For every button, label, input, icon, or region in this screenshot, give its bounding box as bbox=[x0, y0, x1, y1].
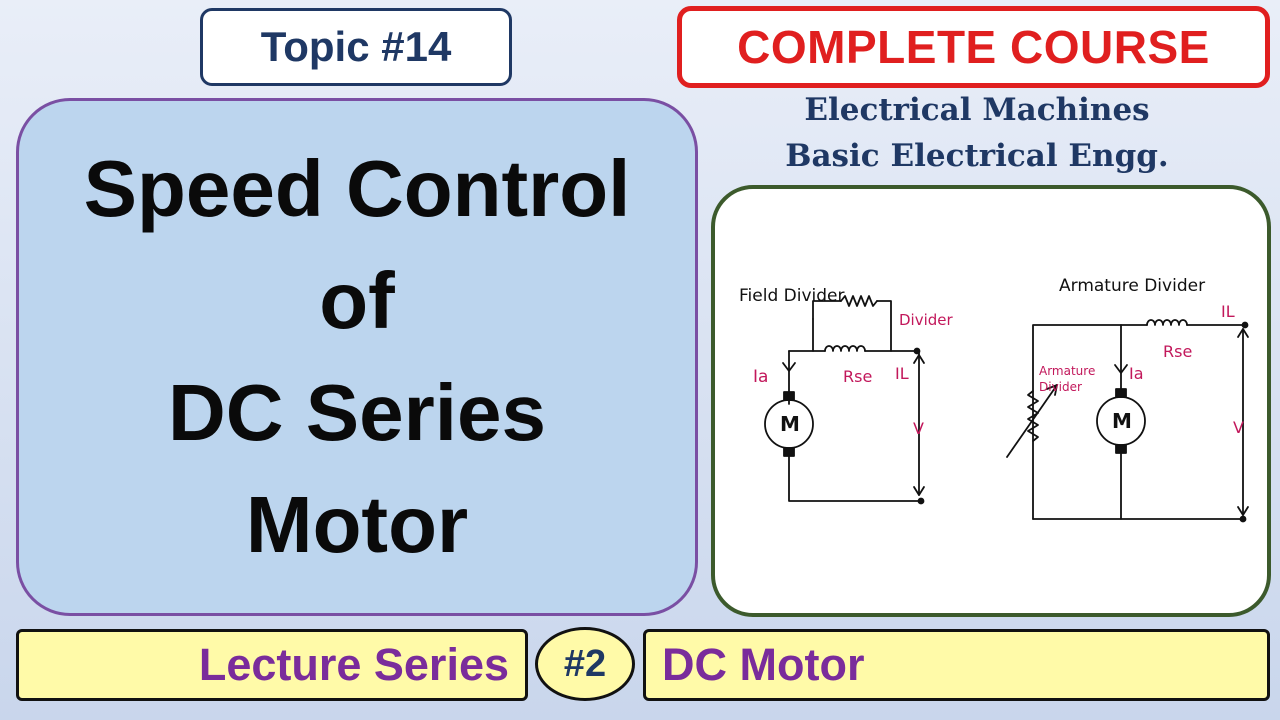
topic-badge: Topic #14 bbox=[200, 8, 512, 86]
field-divider-label: Divider bbox=[899, 311, 954, 329]
field-rse-label: Rse bbox=[843, 367, 872, 386]
series-subject-label: DC Motor bbox=[662, 639, 865, 690]
armature-motor-label: M bbox=[1112, 409, 1132, 433]
armature-v-label: V bbox=[1233, 418, 1244, 437]
field-il-label: IL bbox=[895, 364, 909, 383]
course-subject-2: Basic Electrical Engg. bbox=[785, 138, 1169, 174]
field-v-label: V bbox=[913, 419, 924, 438]
title-line-3: DC Series bbox=[168, 368, 546, 457]
lecture-series-label: Lecture Series bbox=[198, 639, 509, 690]
title-panel: Speed Control of DC Series Motor bbox=[16, 98, 698, 616]
field-motor-label: M bbox=[780, 412, 800, 436]
armature-divider-label-2: Divider bbox=[1039, 380, 1082, 394]
armature-divider-title: Armature Divider bbox=[1059, 276, 1205, 296]
course-label: COMPLETE COURSE bbox=[737, 21, 1210, 73]
field-divider-circuit bbox=[764, 295, 925, 502]
circuit-diagram-card: Field Divider Divider Rse Ia IL V M Arma… bbox=[711, 185, 1271, 617]
armature-il-label: IL bbox=[1221, 302, 1235, 321]
series-number-badge: #2 bbox=[535, 627, 635, 701]
armature-divider-label-1: Armature bbox=[1039, 364, 1095, 378]
topic-label: Topic #14 bbox=[260, 23, 452, 70]
title-line-4: Motor bbox=[245, 480, 469, 569]
complete-course-badge: COMPLETE COURSE bbox=[677, 6, 1270, 88]
series-number-label: #2 bbox=[563, 642, 607, 685]
course-subject-1: Electrical Machines bbox=[804, 92, 1150, 128]
circuit-diagrams: Field Divider Divider Rse Ia IL V M Arma… bbox=[739, 276, 1249, 523]
title-line-2: of bbox=[319, 256, 395, 345]
series-subject-box: DC Motor bbox=[643, 629, 1270, 701]
field-ia-label: Ia bbox=[753, 367, 768, 387]
field-divider-title: Field Divider bbox=[739, 286, 844, 306]
armature-rse-label: Rse bbox=[1163, 342, 1192, 361]
armature-ia-label: Ia bbox=[1129, 364, 1144, 383]
title-line-1: Speed Control bbox=[83, 144, 631, 233]
lecture-series-box: Lecture Series bbox=[16, 629, 528, 701]
armature-divider-circuit bbox=[1006, 319, 1249, 520]
